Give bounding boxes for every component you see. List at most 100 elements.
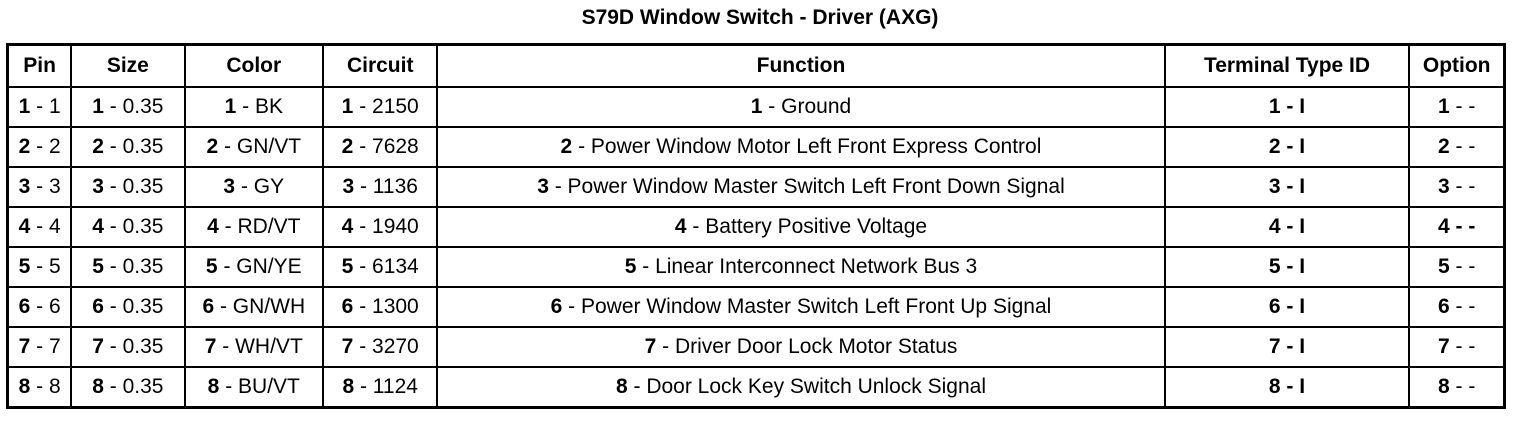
row-number: 1 (224, 95, 237, 118)
size-cell: 7 - 0.35 (70, 326, 186, 368)
terminal-cell: 1 - I (1163, 86, 1411, 128)
row-number: 1 (1438, 95, 1450, 118)
row-number: 3 (92, 175, 104, 198)
color-value: - WH/VT (216, 335, 303, 358)
row-number: 1 (18, 95, 31, 118)
column-header-circuit: Circuit (322, 43, 439, 88)
row-number: 8 (1268, 375, 1281, 398)
color-cell: 8 - BU/VT (183, 366, 325, 409)
size-value: - 0.35 (103, 255, 164, 278)
row-number: 8 (615, 375, 628, 398)
size-value: - 0.35 (103, 375, 164, 398)
row-number: 7 (92, 335, 104, 358)
terminal-cell: 8 - I (1163, 366, 1411, 409)
color-value: - GN/VT (218, 135, 302, 158)
row-number: 6 (550, 295, 563, 318)
row-number: 6 (341, 295, 354, 318)
row-number: 4 (1438, 215, 1450, 238)
color-cell: 3 - GY (183, 166, 325, 208)
row-number: 2 (206, 135, 219, 158)
function-cell: 3 - Power Window Master Switch Left Fron… (436, 166, 1166, 208)
table-row: 8 - 8 8 - 0.35 8 - BU/VT 8 - 1124 8 - Do… (6, 366, 1506, 409)
pin-cell: 1 - 1 (6, 86, 73, 128)
pin-value: - 6 (30, 295, 61, 318)
function-cell: 2 - Power Window Motor Left Front Expres… (436, 126, 1166, 168)
size-value: - 0.35 (103, 95, 164, 118)
size-cell: 1 - 0.35 (70, 86, 186, 128)
row-number: 7 (204, 335, 217, 358)
function-value: - Linear Interconnect Network Bus 3 (636, 255, 978, 278)
row-number: 6 (92, 295, 104, 318)
size-value: - 0.35 (103, 335, 164, 358)
circuit-value: - 3270 (353, 335, 419, 358)
function-value: - Battery Positive Voltage (686, 215, 928, 238)
circuit-cell: 1 - 2150 (322, 86, 439, 128)
option-cell: 3 - - (1408, 166, 1506, 208)
table-row: 1 - 1 1 - 0.35 1 - BK 1 - 2150 1 - Groun… (6, 86, 1506, 128)
circuit-cell: 3 - 1136 (322, 166, 439, 208)
option-value: - - (1449, 295, 1476, 318)
row-number: 5 (18, 255, 31, 278)
option-value: - - (1449, 95, 1476, 118)
terminal-cell: 6 - I (1163, 286, 1411, 328)
size-cell: 5 - 0.35 (70, 246, 186, 288)
terminal-cell: 5 - I (1163, 246, 1411, 288)
page-title: S79D Window Switch - Driver (AXG) (581, 6, 939, 29)
row-number: 5 (205, 255, 218, 278)
function-value: - Power Window Master Switch Left Front … (548, 175, 1065, 198)
row-number: 4 (92, 215, 104, 238)
row-number: 7 (1438, 335, 1450, 358)
column-header-size: Size (70, 43, 186, 88)
option-value: - - (1449, 255, 1476, 278)
row-number: 6 (18, 295, 31, 318)
circuit-cell: 2 - 7628 (322, 126, 439, 168)
row-number: 2 (1438, 135, 1450, 158)
terminal-value: - I (1280, 135, 1306, 158)
row-number: 7 (18, 335, 31, 358)
column-header-terminal-type-id: Terminal Type ID (1163, 43, 1411, 88)
size-value: - 0.35 (103, 295, 164, 318)
row-number: 8 (92, 375, 104, 398)
pin-cell: 5 - 5 (6, 246, 73, 288)
pinout-table: Pin Size Color Circuit Function Terminal… (6, 43, 1506, 409)
row-number: 1 (750, 95, 763, 118)
row-number: 3 (1438, 175, 1450, 198)
row-number: 8 (207, 375, 220, 398)
row-number: 3 (342, 175, 355, 198)
function-cell: 7 - Driver Door Lock Motor Status (436, 326, 1166, 368)
terminal-cell: 2 - I (1163, 126, 1411, 168)
circuit-cell: 6 - 1300 (322, 286, 439, 328)
row-number: 4 (674, 215, 687, 238)
color-value: - BK (236, 95, 283, 118)
terminal-cell: 4 - I (1163, 206, 1411, 248)
row-number: 2 (341, 135, 354, 158)
function-value: - Ground (762, 95, 852, 118)
row-number: 8 (342, 375, 355, 398)
row-number: 4 (18, 215, 31, 238)
option-value: - - (1449, 215, 1476, 238)
row-number: 3 (18, 175, 31, 198)
size-value: - 0.35 (103, 175, 164, 198)
color-value: - RD/VT (218, 215, 301, 238)
color-cell: 4 - RD/VT (183, 206, 325, 248)
circuit-value: - 1136 (354, 175, 418, 198)
circuit-value: - 2150 (353, 95, 419, 118)
circuit-value: - 1940 (353, 215, 419, 238)
function-cell: 1 - Ground (436, 86, 1166, 128)
pin-value: - 1 (30, 95, 61, 118)
pin-value: - 3 (30, 175, 61, 198)
color-cell: 1 - BK (183, 86, 325, 128)
row-number: 2 (92, 135, 104, 158)
row-number: 8 (18, 375, 31, 398)
color-cell: 2 - GN/VT (183, 126, 325, 168)
pin-cell: 6 - 6 (6, 286, 73, 328)
circuit-cell: 5 - 6134 (322, 246, 439, 288)
pin-value: - 5 (30, 255, 61, 278)
row-number: 1 (92, 95, 104, 118)
row-number: 5 (92, 255, 104, 278)
column-header-option: Option (1408, 43, 1506, 88)
color-value: - GY (235, 175, 285, 198)
row-number: 2 (560, 135, 573, 158)
row-number: 5 (624, 255, 637, 278)
column-header-color: Color (183, 43, 325, 88)
